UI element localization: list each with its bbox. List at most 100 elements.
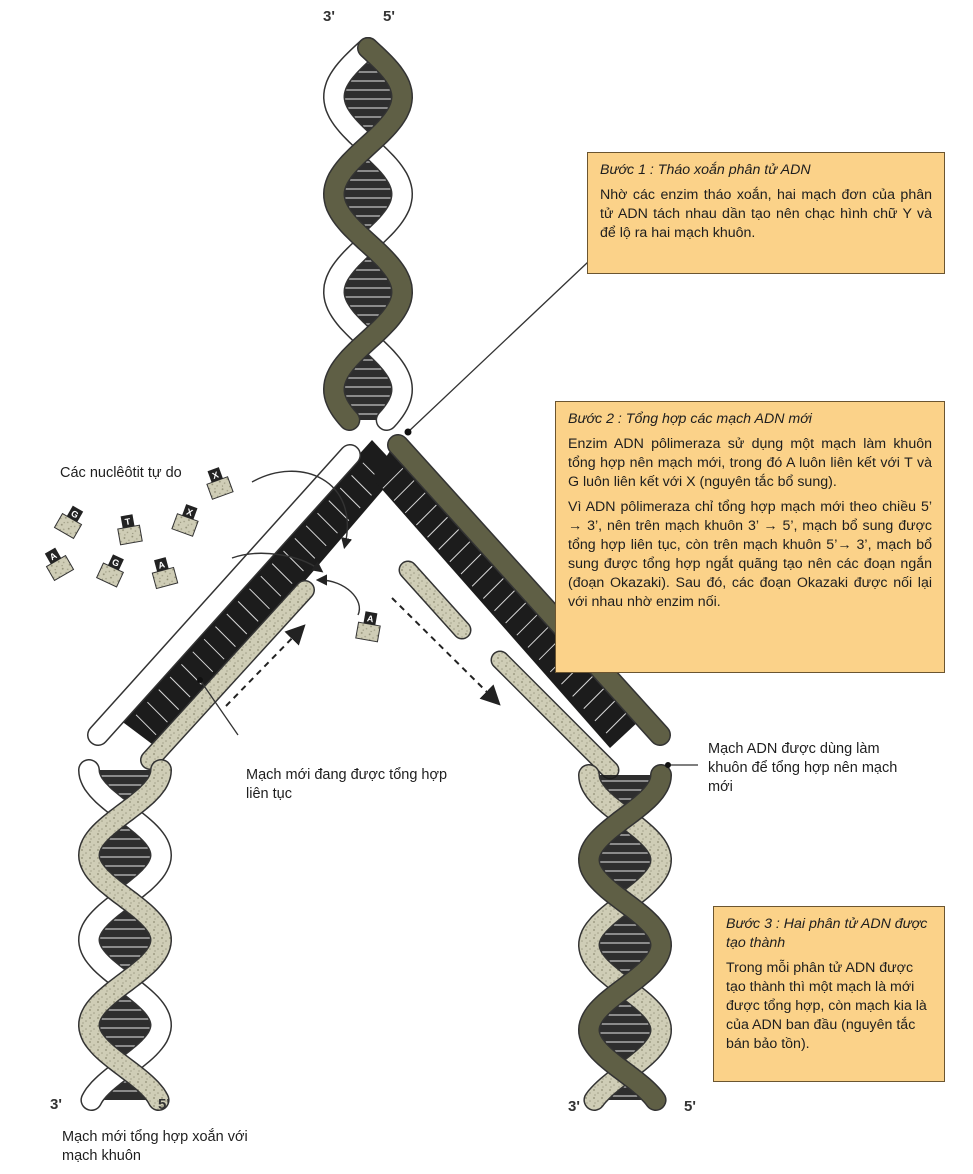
step1-title: Bước 1 : Tháo xoắn phân tử ADN	[600, 162, 811, 178]
nucleotide: A	[355, 611, 381, 643]
left-arm-base-pairs	[120, 440, 400, 750]
left-template-strand	[88, 445, 360, 745]
parent-strand-b	[324, 38, 412, 430]
right-daughter-strand-a	[579, 765, 671, 1110]
leading-strand-label: Mạch mới đang được tổng hợp liên tục	[246, 767, 448, 802]
parent-strand-a	[324, 38, 412, 430]
nucleotide-base	[182, 504, 198, 520]
nucleotide-letter: A	[157, 559, 166, 570]
right-arm-rung	[505, 602, 526, 624]
left-arm-rung	[317, 512, 338, 534]
step3-box: Bước 3 : Hai phân tử ADN được tạo thành …	[713, 906, 945, 1082]
right-arm-rung	[494, 590, 515, 612]
free-nucleotides-label: Các nuclêôtit tự do	[60, 465, 182, 481]
nucleotide-letter: A	[48, 550, 59, 562]
right-arm-rung	[594, 700, 616, 722]
okazaki-fragment-2	[492, 652, 618, 778]
right-arm-rung	[460, 553, 482, 575]
end-3prime-bottom-right: 3'	[568, 1098, 580, 1115]
nucleotide: X	[206, 467, 234, 500]
step1-text: Nhờ các enzim tháo xoắn, hai mạch đơn củ…	[600, 187, 932, 241]
right-arm-rung	[605, 712, 627, 734]
new-strand-coiled-label: Mạch mới tổng hợp xoắn với mạch khuôn	[62, 1129, 248, 1164]
nucleotide-base	[207, 467, 223, 483]
left-arm-rung	[147, 701, 168, 723]
right-template-strand	[388, 435, 670, 745]
right-arm-rung	[527, 627, 549, 648]
end-3prime-bottom-left: 3'	[50, 1096, 62, 1113]
left-arm-rung	[135, 714, 157, 736]
step3-text: Trong mỗi phân tử ADN được tạo thành thì…	[726, 960, 927, 1052]
nucleotide-letter: G	[69, 508, 80, 520]
left-arm-rung	[249, 588, 270, 610]
right-arm-rung	[416, 504, 437, 526]
left-arm-rung	[237, 601, 259, 622]
left-arm-rung	[328, 500, 350, 521]
step1-leader-line	[407, 261, 589, 433]
left-arm-rung	[283, 550, 304, 572]
nucleotide-base	[120, 514, 135, 529]
left-arm-rung	[169, 676, 191, 698]
nucleotide: G	[53, 505, 84, 540]
right-arm-rung	[516, 614, 538, 636]
left-arm-rung	[271, 563, 293, 584]
left-arm-rung	[294, 538, 316, 559]
nucleotide: X	[171, 504, 199, 537]
nucleotide-letter: X	[185, 507, 194, 518]
nucleotide-arrow-3	[315, 574, 361, 616]
template-strand-label: Mạch ADN được dùng làm khuôn để tổng hợp…	[708, 741, 898, 795]
right-arm-rung	[449, 541, 471, 563]
left-arm-rung	[351, 475, 372, 496]
okazaki-fragment-1	[400, 562, 470, 638]
left-arm-rung	[215, 626, 236, 647]
end-5prime-bottom-right: 5'	[684, 1098, 696, 1115]
right-arm-rung	[404, 492, 426, 514]
nucleotide-sugar	[151, 566, 179, 590]
end-3prime-top: 3'	[323, 8, 335, 25]
left-daughter-strand-b	[79, 760, 171, 1110]
nucleotide-base	[66, 505, 84, 523]
left-arm-rung	[192, 651, 214, 673]
nucleotide-letter: X	[211, 470, 220, 481]
left-daughter-base-pairs	[89, 770, 161, 1100]
daughter-dna-left	[77, 759, 173, 1111]
nucleotide-arrow-2	[231, 552, 324, 573]
leading-strand-leader-line	[199, 679, 239, 736]
left-arm-rung	[339, 487, 361, 509]
left-daughter-strand-a	[79, 760, 171, 1110]
nucleotide-letter: A	[366, 613, 375, 624]
nucleotide: G	[95, 554, 125, 588]
right-arm-rung	[572, 676, 593, 697]
left-arm-rung	[158, 689, 180, 710]
left-arm-rung	[260, 575, 282, 597]
left-arm-rung	[226, 613, 248, 635]
nucleotide-base	[154, 557, 169, 572]
step2-box: Bước 2 : Tổng hợp các mạch ADN mới Enzim…	[555, 401, 945, 673]
right-arm-rung	[427, 516, 448, 538]
nucleotide-sugar	[171, 513, 199, 537]
leading-direction-arrow	[225, 624, 306, 707]
nucleotide-base	[44, 547, 62, 565]
step3-title: Bước 3 : Hai phân tử ADN được tạo thành	[726, 916, 928, 951]
step1-leader-dot	[404, 428, 412, 436]
nucleotide-arrow-1	[251, 470, 353, 550]
left-arm-rung	[203, 638, 225, 660]
left-arm-rung	[305, 525, 327, 547]
lagging-direction-arrow	[391, 597, 501, 706]
right-arm-rung	[482, 578, 504, 599]
right-arm-rung	[583, 688, 605, 709]
right-daughter-base-pairs	[589, 775, 661, 1100]
nucleotide-sugar	[117, 524, 143, 546]
right-arm-rung	[382, 467, 404, 489]
step2-text1: Enzim ADN pôlimeraza sử dụng một mạch là…	[568, 436, 932, 490]
right-daughter-strand-b	[579, 765, 671, 1110]
daughter-dna-right	[577, 764, 673, 1111]
nucleotide-letter: G	[110, 557, 121, 569]
template-leader-dot	[665, 762, 671, 768]
end-5prime-top: 5'	[383, 8, 395, 25]
leading-strand-leader-dot	[197, 677, 203, 683]
right-arm-rung	[438, 529, 460, 550]
